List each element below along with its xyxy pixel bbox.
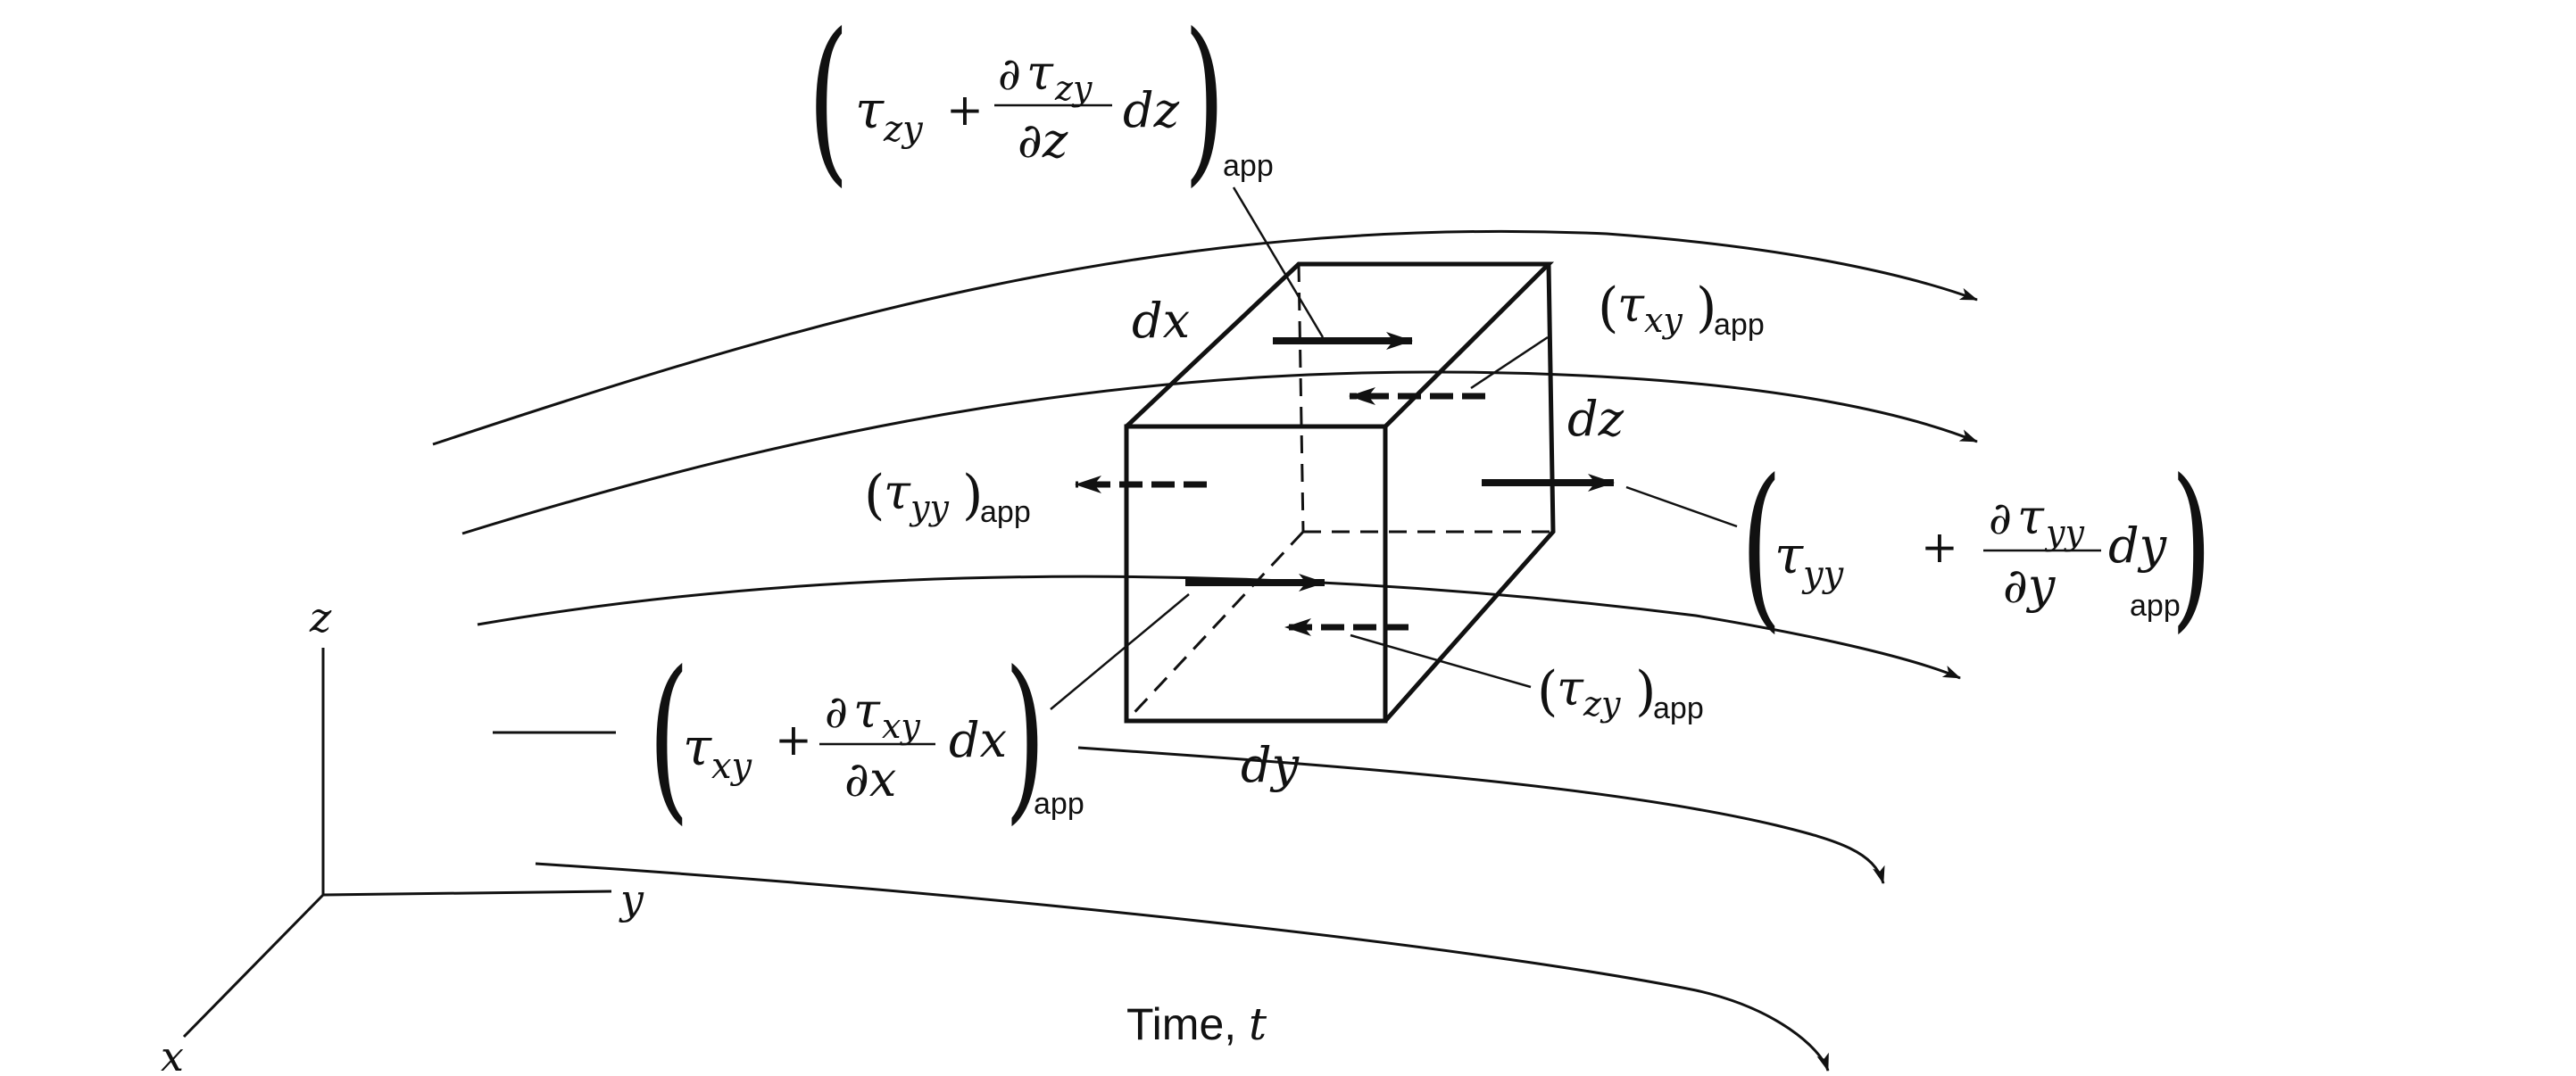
edge-label-dx: dx	[1132, 293, 1190, 349]
streamline-4b	[1077, 746, 1885, 884]
tau: τ	[683, 716, 712, 777]
denominator: ∂z	[1018, 112, 1068, 169]
streamline-2	[461, 370, 1978, 535]
paren-open: (	[1741, 441, 1782, 649]
edge-label-dy: dy	[1241, 737, 1300, 793]
cube-hidden-edge-depth	[1125, 530, 1305, 723]
numerator-partial: ∂	[1989, 492, 2012, 544]
plus-sign: +	[946, 84, 984, 136]
numerator-tau: τ	[853, 683, 881, 739]
cube-top-face-edges	[1125, 261, 1555, 428]
trailing-differential: dy	[2108, 517, 2168, 574]
cube-right-face-edges	[1384, 263, 1556, 723]
x-axis-label: x	[161, 1032, 184, 1076]
tau: τ	[1617, 277, 1645, 333]
leader-lines	[1050, 186, 1738, 710]
cube-hidden-edge-vertical	[1297, 263, 1305, 533]
paren-close: )	[1184, 0, 1226, 203]
tau-subscript: zy	[883, 109, 924, 150]
streamlines	[432, 229, 1978, 1072]
numerator-partial: ∂	[825, 686, 848, 738]
label-tau-yy-plus-dtau-dy: ( τ yy + ∂ τ yy ∂y dy ) app	[1741, 441, 2213, 649]
streamline-3	[477, 575, 1961, 680]
leader-tau-xy-plus	[1050, 593, 1190, 710]
x-axis-line	[182, 893, 325, 1039]
plus-sign: +	[775, 714, 812, 766]
denominator: ∂y	[2003, 558, 2057, 614]
coordinate-axes	[182, 648, 612, 1039]
tau-subscript: xy	[1644, 301, 1683, 340]
tau-subscript: yy	[909, 488, 949, 527]
leader-tau-zy-plus	[1232, 186, 1325, 338]
numerator-tau: τ	[2017, 489, 2045, 545]
numerator-subscript: xy	[882, 707, 920, 746]
streamline-5	[535, 862, 1830, 1072]
trailing-differential: dx	[949, 712, 1007, 768]
denominator: ∂x	[844, 751, 896, 807]
tau: τ	[884, 464, 911, 520]
label-tau-yy-app: ( τ yy ) app	[864, 464, 1031, 529]
y-axis-line	[322, 890, 612, 897]
plus-sign: +	[1921, 521, 1958, 573]
paren-open: (	[808, 0, 850, 203]
tau: τ	[855, 79, 885, 140]
tau: τ	[1557, 660, 1584, 716]
label-tau-xy-app: ( τ xy ) app	[1598, 277, 1765, 342]
app-subscript: app	[1714, 308, 1765, 342]
leader-tau-zy	[1350, 633, 1532, 689]
paren-close: )	[1696, 277, 1716, 339]
app-subscript: app	[1653, 691, 1704, 725]
paren-open: (	[864, 464, 885, 526]
paren-close: )	[962, 464, 983, 526]
time-label: Time, t	[1126, 998, 1267, 1050]
leader-tau-yy-plus	[1625, 485, 1738, 528]
paren-close: )	[2171, 441, 2213, 649]
numerator-subscript: zy	[1054, 69, 1093, 108]
paren-open: (	[1537, 660, 1558, 723]
label-tau-zy-app: ( τ zy ) app	[1537, 660, 1704, 725]
tau-subscript: xy	[711, 746, 753, 787]
fraction-bars	[819, 103, 2101, 746]
leader-tau-xy	[1470, 335, 1549, 390]
tau-subscript: zy	[1583, 684, 1621, 724]
app-subscript: app	[1223, 149, 1274, 183]
paren-open: (	[1598, 277, 1618, 339]
numerator-subscript: yy	[2044, 513, 2084, 552]
tau: τ	[1774, 525, 1804, 585]
tau-subscript: yy	[1801, 554, 1845, 595]
numerator-tau: τ	[1026, 45, 1054, 101]
edge-label-dz: dz	[1567, 391, 1625, 447]
label-tau-zy-plus-dtau-dz: ( τ zy + ∂ τ zy ∂z dz ) app	[808, 0, 1274, 203]
fluid-element-cube	[1124, 261, 1556, 724]
streamline-1	[432, 229, 1978, 446]
stress-arrows	[1075, 332, 1615, 636]
cube-front-face	[1124, 424, 1388, 724]
app-subscript: app	[980, 495, 1031, 529]
numerator-partial: ∂	[998, 48, 1021, 100]
z-axis-label: z	[309, 593, 332, 641]
y-axis-label: y	[619, 875, 644, 923]
paren-close: )	[1635, 660, 1656, 723]
label-tau-xy-plus-dtau-dx: ( τ xy + ∂ τ xy ∂x dx ) app	[648, 633, 1084, 840]
trailing-differential: dz	[1123, 82, 1180, 138]
paren-close: )	[1004, 633, 1046, 840]
paren-open: (	[648, 633, 690, 840]
app-subscript: app	[2130, 589, 2181, 623]
app-subscript: app	[1034, 787, 1084, 821]
